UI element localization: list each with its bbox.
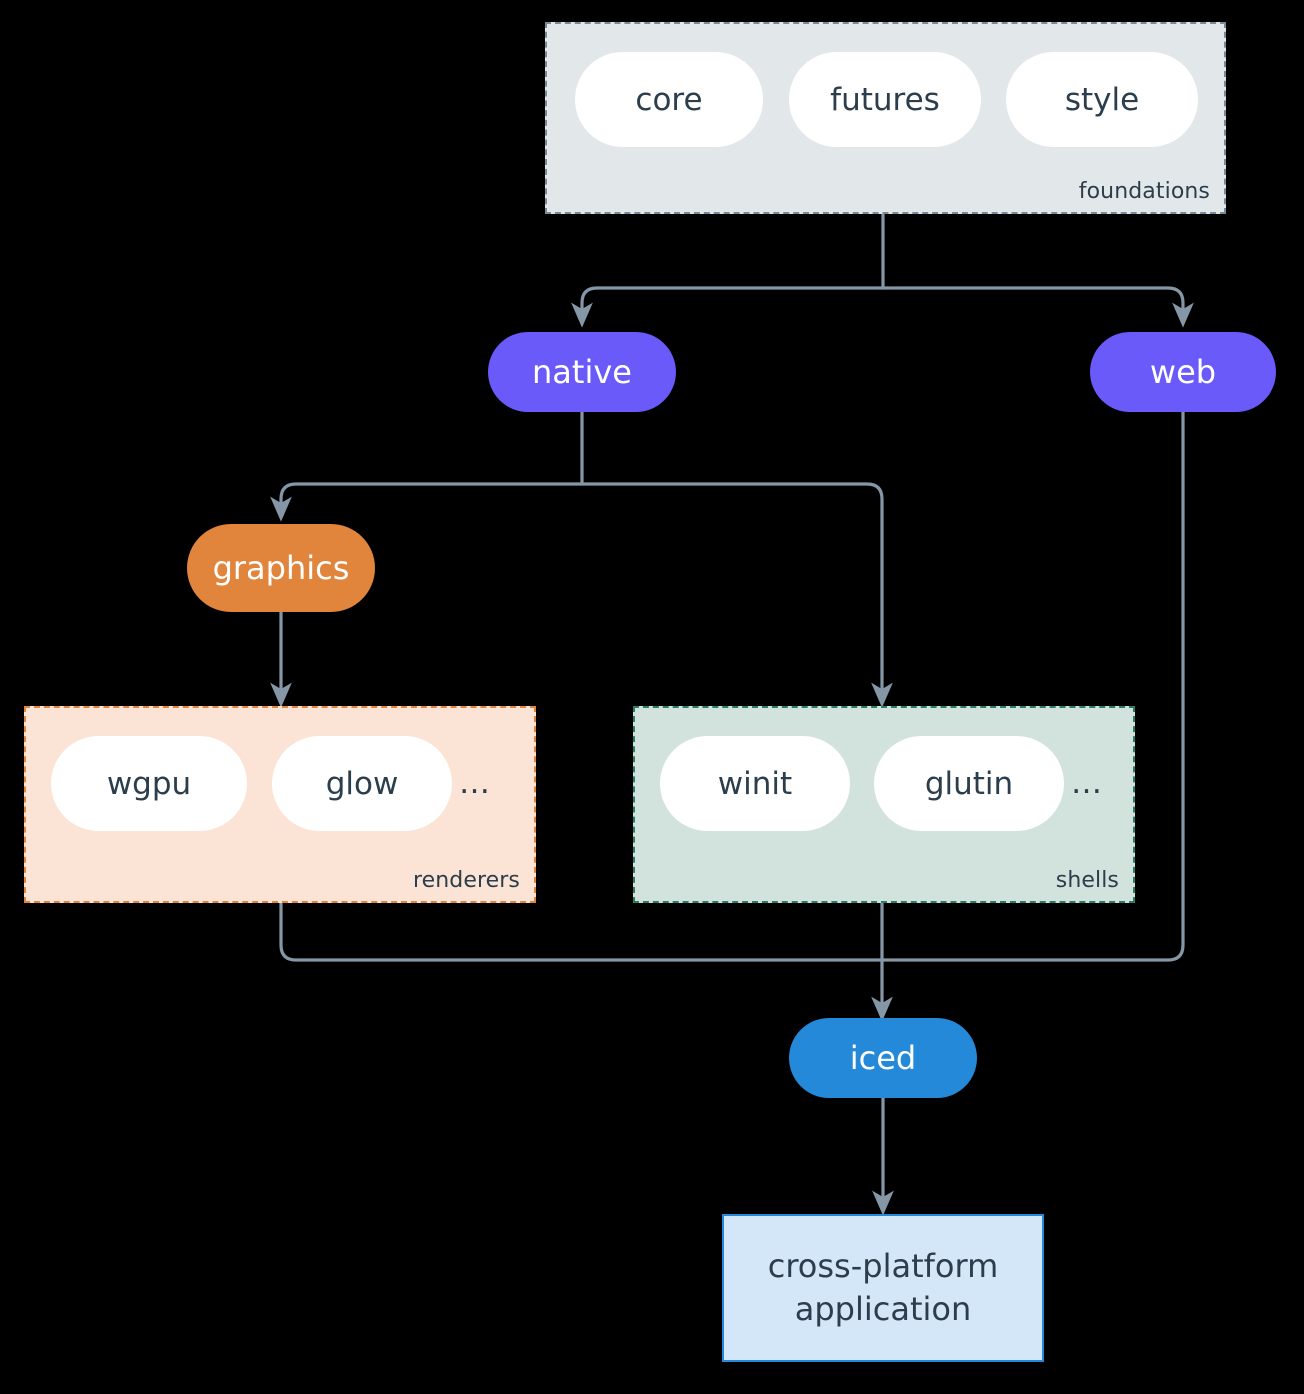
node-graphics-label: graphics (212, 549, 350, 587)
chip-renderers-more: … (452, 768, 498, 799)
chip-winit-label: winit (717, 765, 793, 802)
chip-renderers-more-label: … (459, 765, 491, 801)
edge-renderers-iced (279, 901, 884, 962)
group-renderers: wgpu glow … renderers (24, 706, 536, 903)
node-web-label: web (1149, 353, 1217, 391)
node-iced-label: iced (849, 1039, 917, 1077)
group-foundations-items: core futures style (575, 52, 1198, 147)
node-graphics[interactable]: graphics (187, 524, 375, 612)
chip-style-label: style (1064, 81, 1140, 118)
chip-futures[interactable]: futures (789, 52, 981, 147)
node-web[interactable]: web (1090, 332, 1276, 412)
chip-shells-more: … (1064, 768, 1110, 799)
chip-glow-label: glow (325, 765, 399, 802)
node-application-line1: cross-platform (767, 1246, 999, 1285)
edge-native-shells (580, 482, 893, 708)
group-shells-label: shells (1055, 868, 1119, 893)
node-native[interactable]: native (488, 332, 676, 412)
node-application[interactable]: cross-platform application (722, 1214, 1044, 1362)
edge-foundations-native (571, 286, 885, 328)
chip-glutin-label: glutin (924, 765, 1014, 802)
chip-glutin[interactable]: glutin (874, 736, 1064, 831)
node-application-line2: application (794, 1290, 972, 1328)
chip-core-label: core (635, 81, 703, 118)
node-application-text: cross-platform application (768, 1245, 998, 1331)
node-iced[interactable]: iced (789, 1018, 977, 1098)
chip-wgpu-label: wgpu (106, 765, 192, 802)
edge-native-graphics (270, 482, 584, 522)
group-foundations-label: foundations (1078, 179, 1210, 204)
chip-core[interactable]: core (575, 52, 763, 147)
chip-style[interactable]: style (1006, 52, 1198, 147)
group-renderers-label: renderers (412, 868, 520, 893)
group-shells: winit glutin … shells (633, 706, 1135, 903)
chip-winit[interactable]: winit (660, 736, 850, 831)
chip-glow[interactable]: glow (272, 736, 452, 831)
chip-futures-label: futures (830, 81, 940, 118)
group-renderers-items: wgpu glow … (51, 736, 498, 831)
chip-wgpu[interactable]: wgpu (51, 736, 247, 831)
node-native-label: native (532, 353, 632, 391)
group-shells-items: winit glutin … (660, 736, 1110, 831)
edge-foundations-web (881, 286, 1194, 328)
group-foundations: core futures style foundations (545, 22, 1226, 214)
chip-shells-more-label: … (1071, 765, 1103, 801)
